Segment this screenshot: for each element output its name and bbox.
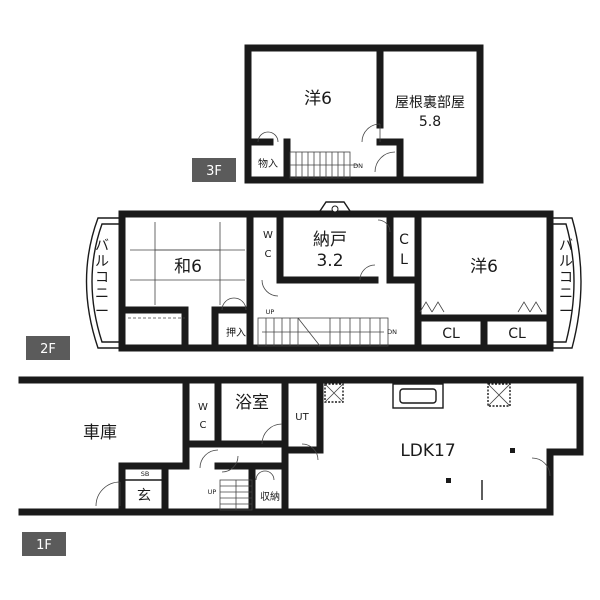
floor-3f: 洋6 屋根裏部屋 5.8 物入 DN 3F	[192, 44, 484, 184]
room-2f-wc-w: W	[263, 230, 273, 241]
room-2f-closet-size: 3.2	[316, 251, 343, 271]
room-3f-western-6: 洋6	[304, 89, 332, 109]
door-2f-cl1	[419, 301, 445, 313]
door-swing-3f-storage	[257, 131, 279, 143]
door-2f-cl	[377, 219, 391, 233]
room-1f-storage: 収納	[260, 490, 280, 503]
stairs-1f	[219, 479, 253, 511]
vent-2	[487, 383, 511, 407]
kitchen-sink	[392, 383, 444, 409]
svg-text:コ: コ	[95, 270, 109, 286]
svg-text:ル: ル	[559, 254, 573, 270]
room-2f-small-l: L	[400, 252, 408, 268]
room-2f-small-c: C	[399, 232, 409, 248]
room-1f-wc-c: C	[200, 420, 207, 431]
wall-2f-outer	[118, 210, 554, 352]
door-2f-wc	[261, 279, 279, 297]
floor-label-2f: 2F	[40, 342, 56, 357]
room-3f-storage: 物入	[258, 157, 278, 170]
svg-text:ー: ー	[95, 304, 109, 320]
balcony-left-outline	[85, 217, 120, 349]
floor-label-1f: 1F	[36, 538, 52, 553]
floor-1f: 車庫 W C 浴室 UT LDK17 SB 玄 収納 UP 1F	[18, 376, 584, 556]
room-1f-garage: 車庫	[83, 423, 117, 443]
door-2f-cl2	[517, 301, 543, 313]
floor-label-3f: 3F	[206, 164, 222, 179]
svg-text:ニ: ニ	[559, 286, 573, 302]
room-2f-cl-1: CL	[442, 326, 460, 342]
svg-text:ル: ル	[95, 254, 109, 270]
room-1f-entrance: 玄	[137, 487, 151, 504]
door-1f-entrance	[95, 481, 121, 507]
wall-3f-outer-left	[244, 44, 294, 184]
svg-text:バ: バ	[559, 238, 573, 254]
room-3f-attic-size: 5.8	[419, 114, 441, 130]
room-1f-wc-w: W	[198, 402, 208, 413]
door-1f-wc	[199, 449, 219, 469]
door-1f-bath	[261, 423, 283, 445]
room-3f-attic-name: 屋根裏部屋	[395, 94, 465, 111]
tatami-lines	[128, 222, 245, 319]
floor-badge-2f	[26, 336, 70, 360]
room-2f-japanese-6: 和6	[174, 257, 202, 277]
room-2f-closet-name: 納戸	[313, 230, 347, 250]
stairs-2f	[257, 317, 389, 347]
floor-badge-3f	[192, 158, 236, 182]
vent-2-x	[487, 383, 511, 407]
door-swing-3f-attic	[361, 123, 381, 143]
stairs-2f-dn: DN	[387, 328, 397, 336]
wall-1f-outer-top-right	[18, 376, 584, 516]
door-swing-3f-right	[374, 151, 396, 173]
room-1f-utility: UT	[295, 412, 309, 423]
room-1f-bathroom: 浴室	[235, 393, 269, 413]
balcony-right-outline	[550, 217, 582, 349]
door-1f-hall	[221, 455, 239, 473]
vent-1-x	[324, 383, 344, 403]
balcony-right-label: バ ル コ ニ ー	[559, 238, 573, 320]
vent-1	[324, 383, 344, 403]
balcony-left-inner	[91, 223, 120, 343]
room-2f-cl-2: CL	[508, 326, 526, 342]
wall-3f-outer-right	[244, 44, 484, 184]
door-1f-ldk	[531, 457, 551, 477]
room-1f-shoe-box: SB	[141, 470, 150, 478]
wall-1f-garage	[118, 376, 190, 516]
room-2f-western-6: 洋6	[470, 257, 498, 277]
room-1f-ldk: LDK17	[400, 441, 455, 461]
pillar-2	[446, 478, 451, 483]
stairs-3f-dn-label: DN	[353, 162, 363, 170]
svg-text:コ: コ	[559, 270, 573, 286]
svg-text:バ: バ	[95, 238, 109, 254]
floor-2f: 和6 W C 納戸 3.2 C L 洋6 CL CL 押入 UP DN バ ル …	[26, 201, 582, 360]
balcony-left-label: バ ル コ ニ ー	[95, 238, 109, 320]
stairs-3f	[289, 151, 358, 179]
door-1f-storage	[255, 470, 275, 481]
door-2f-oshiire	[221, 297, 247, 311]
floor-badge-1f	[22, 532, 66, 556]
stairs-1f-up: UP	[208, 488, 217, 496]
pillar-1	[510, 448, 515, 453]
balcony-right-inner	[550, 223, 575, 343]
svg-text:ニ: ニ	[95, 286, 109, 302]
door-1f-ut	[301, 443, 319, 461]
stairs-2f-up: UP	[266, 308, 275, 316]
room-2f-oshiire: 押入	[226, 326, 246, 339]
door-2f-closet	[359, 264, 376, 281]
room-2f-wc-c: C	[265, 249, 272, 260]
bay-window-2f	[317, 201, 353, 215]
kitchen-sink-basin	[399, 388, 437, 404]
svg-text:ー: ー	[559, 304, 573, 320]
